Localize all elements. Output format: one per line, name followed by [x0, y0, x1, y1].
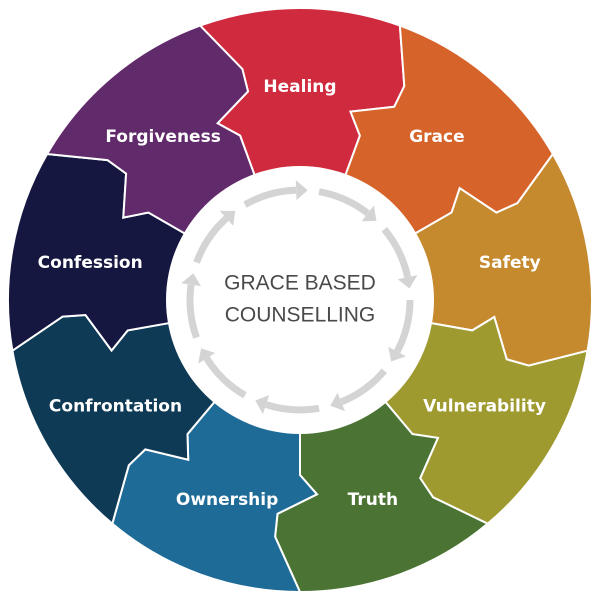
cycle-arrow-head — [181, 273, 201, 287]
circular-arrows-icon — [181, 180, 418, 415]
center-title-line-1: GRACE BASED — [224, 272, 376, 295]
cycle-arrow-shaft — [193, 215, 229, 264]
cycle-arrow-head — [330, 392, 345, 412]
segment-label-ownership: Ownership — [176, 490, 278, 510]
cycle-arrow-head — [388, 346, 406, 362]
cycle-arrow-head — [295, 180, 308, 201]
segment-label-grace: Grace — [409, 127, 464, 147]
center-circle — [166, 166, 434, 434]
cycle-arrow-shaft — [339, 368, 387, 406]
segment-label-truth: Truth — [348, 490, 398, 510]
cycle-arrow-head — [361, 205, 377, 222]
cycle-arrow-shaft — [381, 227, 412, 278]
segment-label-confession: Confession — [38, 253, 143, 273]
cycle-arrow-shaft — [393, 299, 414, 354]
cycle-arrow-head — [219, 210, 236, 226]
cycle-arrow-head — [198, 348, 216, 364]
center-title-line-2: COUNSELLING — [225, 304, 376, 327]
cycle-arrow-shaft — [243, 186, 297, 208]
wheel-segments — [6, 7, 594, 594]
cycle-arrow-head — [255, 395, 270, 415]
cycle-arrow-head — [397, 275, 418, 289]
segment-label-safety: Safety — [479, 253, 541, 273]
segment-label-confrontation: Confrontation — [49, 397, 182, 417]
cycle-arrow-shaft — [186, 284, 200, 339]
segment-label-vulnerability: Vulnerability — [423, 397, 546, 417]
segment-label-forgiveness: Forgiveness — [105, 127, 220, 147]
cycle-arrow-shaft — [264, 401, 320, 414]
cycle-arrow-shaft — [318, 188, 370, 217]
cycle-arrow-shaft — [203, 356, 247, 399]
segment-label-healing: Healing — [263, 77, 336, 97]
